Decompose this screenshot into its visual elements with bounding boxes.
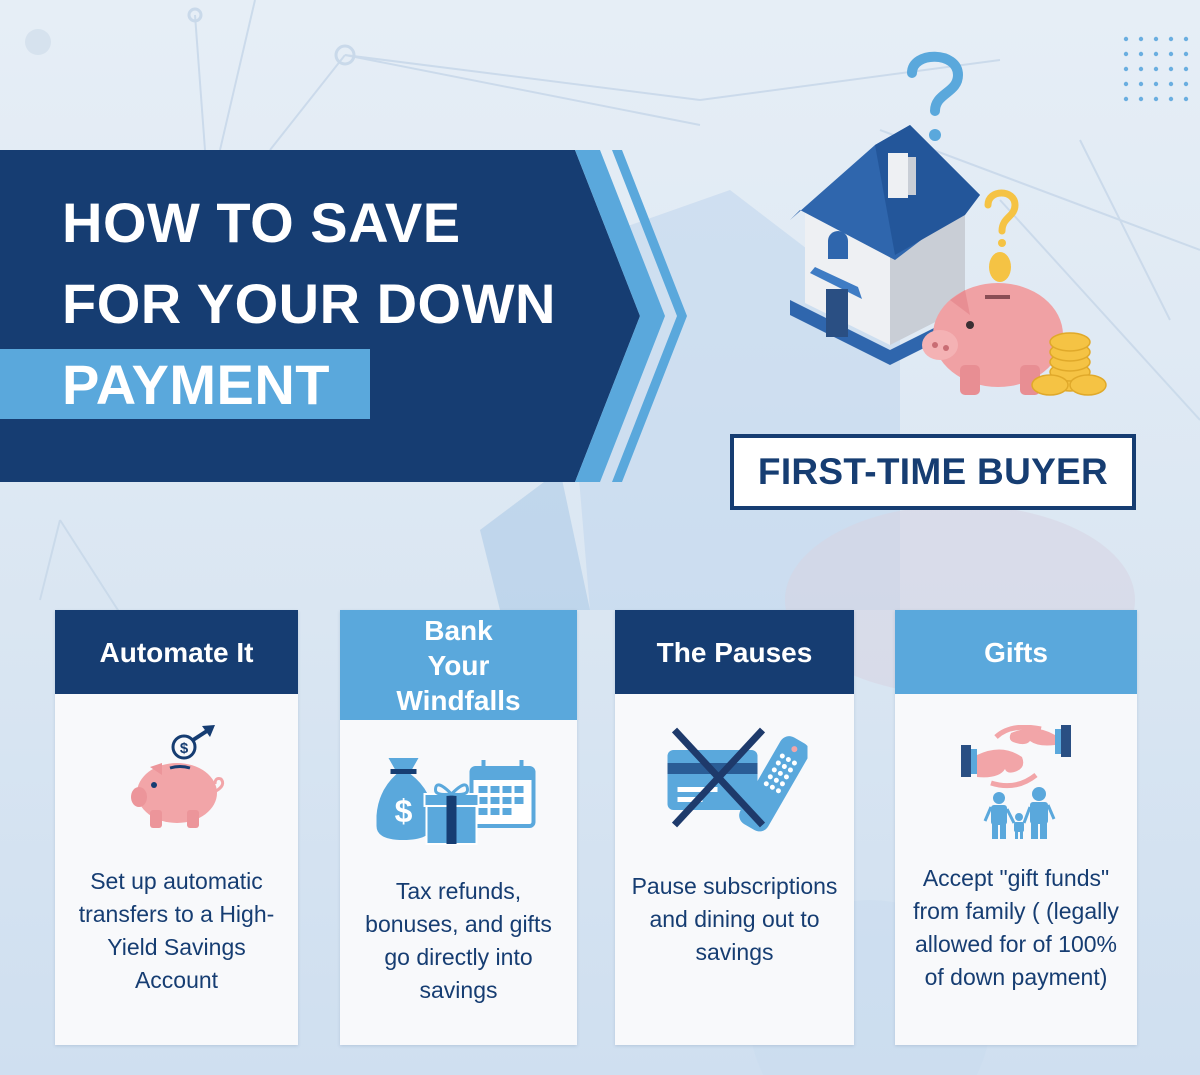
house-icon xyxy=(790,125,980,365)
title-highlight-bar xyxy=(0,349,370,419)
card-title: The Pauses xyxy=(615,610,854,694)
money-bag-gift-calendar-icon: $ xyxy=(376,758,535,845)
svg-text:$: $ xyxy=(394,793,412,829)
coin-stack-icon xyxy=(1031,332,1107,396)
page-title-line-2: FOR YOUR DOWN xyxy=(62,272,556,335)
piggy-bank-icon xyxy=(922,283,1063,395)
tip-card-gifts: Gifts Accept "gift funds" from family ( … xyxy=(895,610,1137,1045)
tip-card-windfalls: Bank Your Windfalls $ Tax refunds, bonus… xyxy=(340,610,577,1045)
page-title-line-3: PAYMENT xyxy=(62,353,330,416)
piggy-bank-dollar-arrow-icon: $ xyxy=(130,725,224,828)
card-title: Gifts xyxy=(895,610,1137,694)
hands-family-icon xyxy=(961,725,1071,839)
crossed-card-remote-icon xyxy=(667,727,807,832)
card-title: Bank Your Windfalls xyxy=(340,610,577,720)
hero-illustration xyxy=(790,51,1107,396)
card-description: Set up automatic transfers to a High-Yie… xyxy=(78,868,275,993)
card-description: Pause subscriptions and dining out to sa… xyxy=(631,873,838,965)
first-time-buyer-badge: FIRST-TIME BUYER xyxy=(730,434,1136,510)
tip-card-automate: Automate It $ Set up automatic transfers… xyxy=(55,610,298,1045)
card-description: Tax refunds, bonuses, and gifts go direc… xyxy=(365,878,552,1003)
card-title: Automate It xyxy=(55,610,298,694)
dot-grid-decoration xyxy=(1123,36,1189,102)
question-mark-icon xyxy=(907,51,964,116)
tip-card-pauses: The Pauses Pause subscriptions and dinin… xyxy=(615,610,854,1045)
page-title-line-1: HOW TO SAVE xyxy=(62,191,461,254)
svg-text:$: $ xyxy=(179,740,188,757)
card-description: Accept "gift funds" from family ( (legal… xyxy=(913,865,1119,990)
